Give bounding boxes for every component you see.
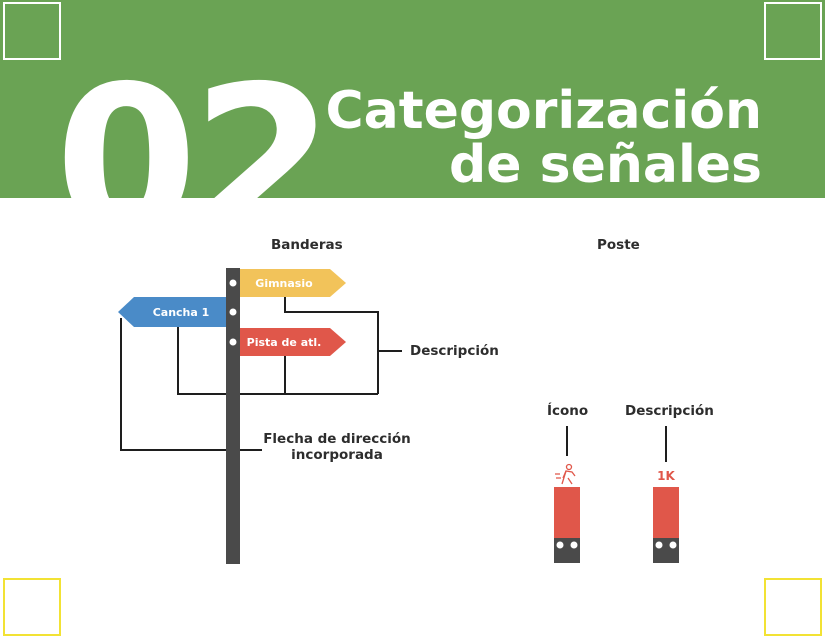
corner-frame-top-left (3, 2, 61, 60)
post-icon-variant (554, 487, 580, 563)
corner-frame-bottom-left (3, 578, 61, 636)
flag-gimnasio (240, 269, 346, 297)
label-poste: Poste (597, 237, 640, 253)
flag-label-pista: Pista de atl. (247, 336, 322, 349)
runner-icon (555, 463, 576, 485)
label-flecha-line1: Flecha de dirección (263, 431, 411, 447)
title-line-2: de señales (449, 135, 762, 195)
label-descripcion-flags: Descripción (410, 343, 499, 359)
post-description-value: 1K (657, 469, 675, 483)
flag-pista (240, 328, 346, 356)
label-flecha: Flecha de dirección incorporada (262, 431, 412, 463)
label-icono: Ícono (547, 403, 589, 419)
connector-arrow (120, 318, 262, 451)
section-number: 02 (55, 43, 334, 199)
connector-gimnasio (284, 297, 379, 394)
flag-cancha (118, 297, 226, 327)
header-banner: 02 Categorización de señales (0, 0, 825, 198)
connector-cancha (177, 327, 378, 395)
post-description-variant (653, 487, 679, 563)
bolt-3 (228, 337, 238, 347)
flag-label-cancha: Cancha 1 (153, 306, 210, 319)
flag-label-gimnasio: Gimnasio (255, 277, 313, 290)
bolt-1 (228, 278, 238, 288)
corner-frame-bottom-right (764, 578, 822, 636)
label-flecha-line2: incorporada (291, 447, 383, 463)
title-line-1: Categorización (325, 81, 762, 141)
label-banderas: Banderas (271, 237, 343, 253)
page-title: Categorización de señales (325, 84, 762, 192)
bolt-2 (228, 307, 238, 317)
corner-frame-top-right (764, 2, 822, 60)
label-descripcion-post: Descripción (625, 403, 714, 419)
